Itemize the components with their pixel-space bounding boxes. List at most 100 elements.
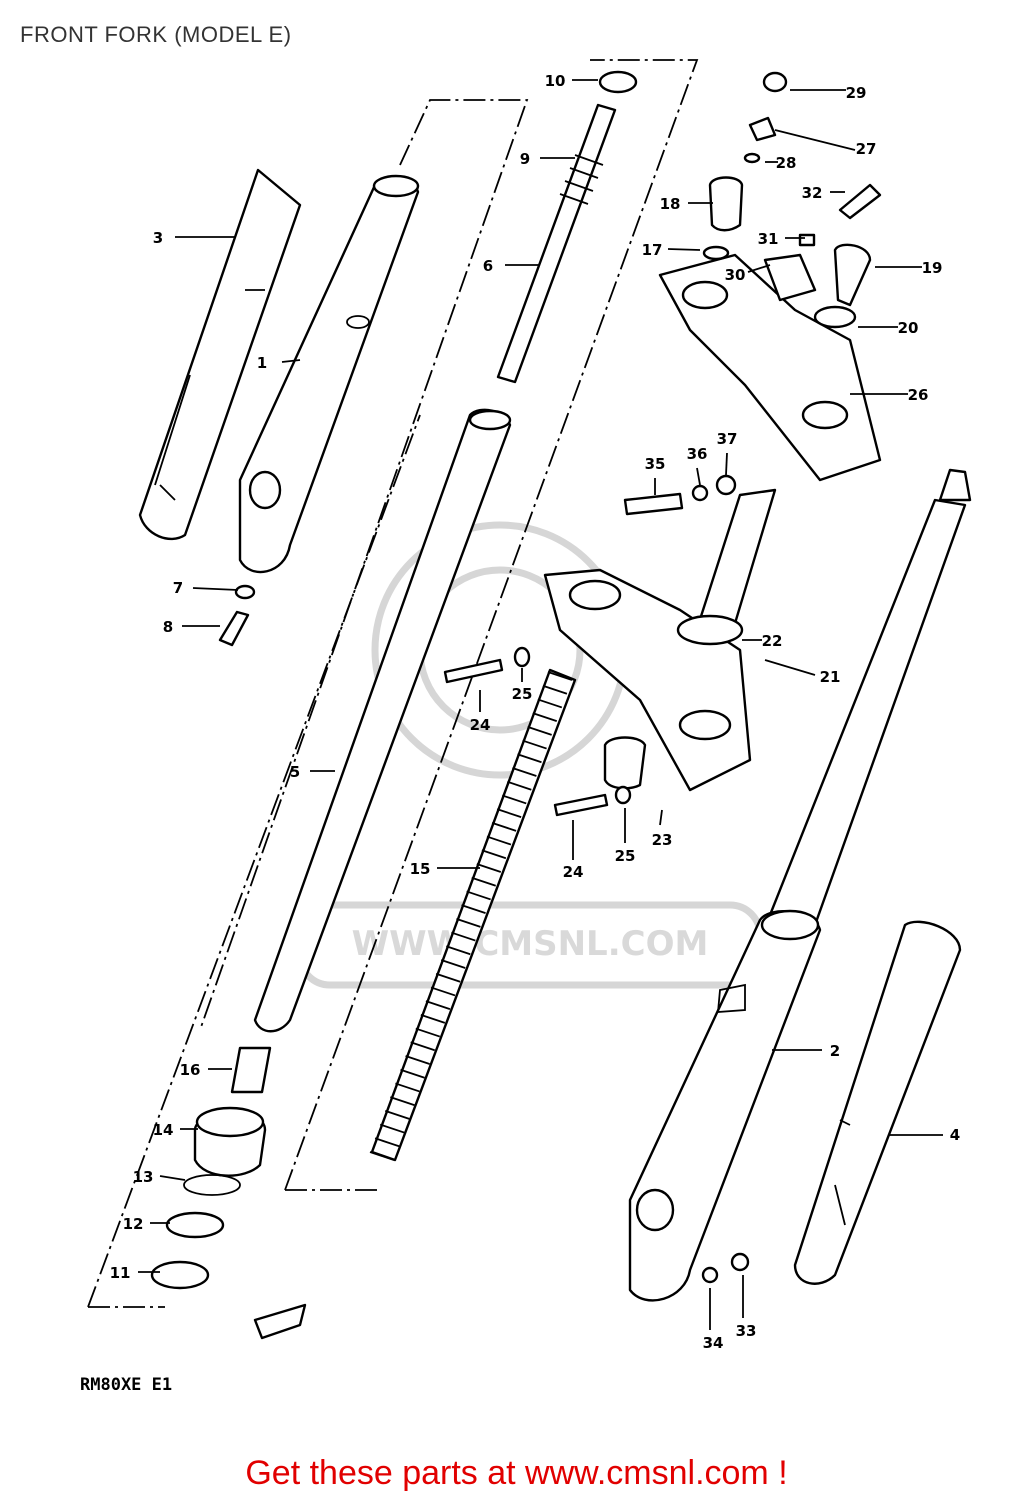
callout-c2: 2: [772, 1042, 840, 1060]
exploded-parts-diagram: WWW.CMSNL.COM: [80, 59, 972, 1395]
fork-guard-right: [793, 920, 962, 1285]
callout-c19: 19: [875, 259, 942, 277]
callout-c5: 5: [290, 763, 335, 781]
part-number-label: 23: [652, 831, 673, 849]
callout-c25b: 25: [615, 808, 636, 865]
part-number-label: 25: [512, 685, 533, 703]
leader-line: [774, 129, 856, 151]
leader-line: [696, 467, 701, 486]
callout-c37: 37: [717, 430, 738, 476]
callout-c8: 8: [163, 618, 220, 636]
callout-c4: 4: [888, 1126, 960, 1144]
callout-c21: 21: [764, 659, 841, 686]
part-number-label: 10: [545, 72, 566, 90]
callout-c16: 16: [180, 1061, 232, 1079]
callout-c26: 26: [850, 386, 928, 404]
part-number-label: 17: [642, 241, 663, 259]
part-number-label: 31: [758, 230, 779, 248]
callout-c32: 32: [802, 184, 845, 202]
part-number-label: 8: [163, 618, 173, 636]
callout-c33: 33: [736, 1275, 757, 1340]
callout-c12: 12: [123, 1215, 170, 1233]
callout-layer: 1234567891011121314151617181920212223242…: [110, 72, 961, 1352]
part-number-label: 29: [846, 84, 867, 102]
part-number-label: 28: [776, 154, 797, 172]
part-number-label: 5: [290, 763, 300, 781]
part-number-label: 24: [470, 716, 491, 734]
part-number-label: 26: [908, 386, 929, 404]
part-number-label: 18: [660, 195, 681, 213]
callout-c35: 35: [645, 455, 666, 495]
callout-c23: 23: [652, 809, 673, 849]
callout-c31: 31: [758, 230, 805, 248]
part-number-label: 2: [830, 1042, 840, 1060]
callout-c24b: 24: [563, 820, 584, 881]
callout-c14: 14: [153, 1121, 198, 1139]
part-number-label: 1: [257, 354, 267, 372]
part-number-label: 37: [717, 430, 738, 448]
callout-c36: 36: [687, 445, 708, 486]
callout-c3: 3: [153, 229, 235, 247]
page-title: FRONT FORK (MODEL E): [20, 22, 292, 47]
part-number-label: 7: [173, 579, 183, 597]
part-number-label: 14: [153, 1121, 174, 1139]
leader-line: [725, 452, 728, 476]
assembly-lines: [87, 59, 699, 1308]
leader-line: [159, 1175, 186, 1181]
upper-bracket: [623, 71, 882, 516]
part-number-label: 6: [483, 257, 493, 275]
callout-c29: 29: [790, 84, 866, 102]
callout-c25a: 25: [512, 668, 533, 703]
part-number-label: 24: [563, 863, 584, 881]
callout-c13: 13: [133, 1168, 186, 1186]
part-number-label: 15: [410, 860, 431, 878]
part-number-label: 3: [153, 229, 163, 247]
leader-line: [764, 659, 816, 676]
part-number-label: 20: [898, 319, 919, 337]
fork-guard-left: [138, 168, 302, 541]
callout-c28: 28: [765, 154, 796, 172]
part-number-label: 35: [645, 455, 666, 473]
callout-c1: 1: [257, 354, 301, 372]
callout-c17: 17: [642, 241, 701, 259]
leader-line: [281, 359, 301, 363]
part-number-label: 33: [736, 1322, 757, 1340]
part-number-label: 36: [687, 445, 708, 463]
callout-c18: 18: [660, 195, 713, 213]
leader-line: [659, 809, 663, 826]
part-number-label: 9: [520, 150, 530, 168]
part-number-label: 25: [615, 847, 636, 865]
callout-c30: 30: [725, 264, 771, 284]
callout-c24a: 24: [470, 690, 491, 734]
callout-c11: 11: [110, 1264, 160, 1282]
part-number-label: 13: [133, 1168, 154, 1186]
part-number-label: 30: [725, 266, 746, 284]
callout-c6: 6: [483, 257, 540, 275]
ring-10: [598, 70, 638, 94]
part-number-label: 16: [180, 1061, 201, 1079]
part-number-label: 19: [922, 259, 943, 277]
damper-rod: [496, 103, 617, 384]
callout-c34: 34: [703, 1288, 724, 1352]
fork-spring: [369, 668, 577, 1162]
small-parts-left: [150, 584, 272, 1290]
callout-c27: 27: [774, 129, 877, 158]
callout-c9: 9: [520, 150, 575, 168]
part-number-label: 32: [802, 184, 823, 202]
leader-line: [192, 587, 239, 591]
leader-line: [667, 248, 701, 251]
part-number-label: 27: [856, 140, 877, 158]
fork-right: [628, 468, 972, 1302]
part-number-label: 21: [820, 668, 841, 686]
part-number-label: 4: [950, 1126, 960, 1144]
promo-banner[interactable]: Get these parts at www.cmsnl.com !: [245, 1454, 788, 1492]
callout-c15: 15: [410, 860, 480, 878]
part-number-label: 22: [762, 632, 783, 650]
callout-c22: 22: [742, 632, 782, 650]
forward-arrow-icon: [253, 1303, 307, 1340]
steering-stem: [443, 488, 777, 817]
inner-tube-left: [253, 408, 512, 1033]
callout-c7: 7: [173, 579, 239, 597]
part-number-label: 34: [703, 1334, 724, 1352]
part-number-label: 12: [123, 1215, 144, 1233]
